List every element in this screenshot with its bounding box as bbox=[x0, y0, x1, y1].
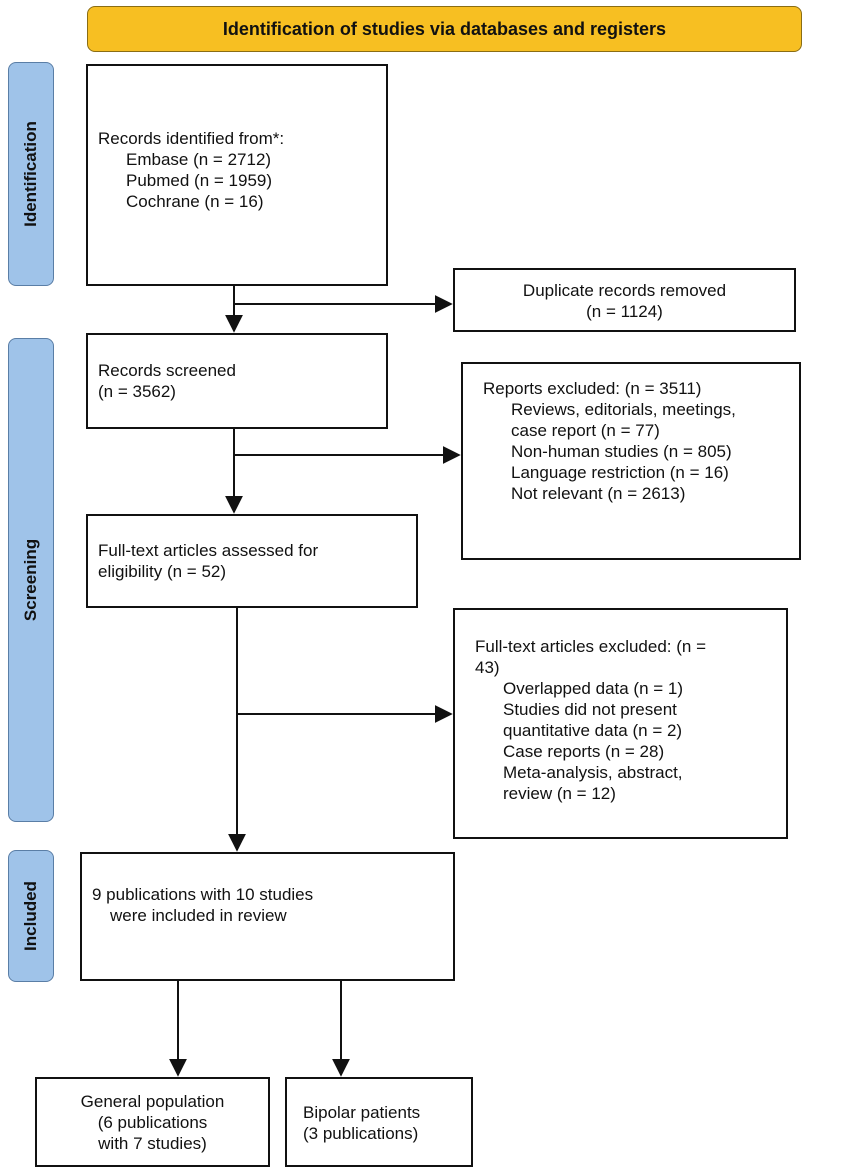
general-population-box: General population (6 publications with … bbox=[35, 1077, 270, 1167]
included-line1: 9 publications with 10 studies bbox=[92, 885, 314, 904]
reports-excluded-reviews: Reviews, editorials, meetings, bbox=[511, 400, 736, 419]
records-pubmed: Pubmed (n = 1959) bbox=[126, 171, 273, 190]
included-box: 9 publications with 10 studies were incl… bbox=[80, 852, 455, 981]
header-banner: Identification of studies via databases … bbox=[87, 6, 802, 52]
fulltext-excluded-overlapped: Overlapped data (n = 1) bbox=[503, 679, 684, 698]
fulltext-assessed-line1: Full-text articles assessed for bbox=[98, 541, 319, 560]
records-identified-heading: Records identified from*: bbox=[98, 129, 285, 148]
fulltext-excluded-not-present: Studies did not present bbox=[503, 700, 677, 719]
fulltext-assessed-box: Full-text articles assessed for eligibil… bbox=[86, 514, 418, 608]
general-population-line1: General population bbox=[80, 1092, 225, 1111]
header-text: Identification of studies via databases … bbox=[222, 18, 667, 39]
general-population-line3: with 7 studies) bbox=[98, 1134, 207, 1153]
fulltext-excluded-quantitative: quantitative data (n = 2) bbox=[503, 721, 683, 740]
bipolar-line1: Bipolar patients bbox=[303, 1103, 421, 1122]
fulltext-assessed-line2: eligibility (n = 52) bbox=[98, 562, 227, 581]
records-screened-box: Records screened (n = 3562) bbox=[86, 333, 388, 429]
reports-excluded-heading: Reports excluded: (n = 3511) bbox=[483, 379, 702, 398]
screened-line2: (n = 3562) bbox=[98, 382, 176, 401]
reports-excluded-non-human: Non-human studies (n = 805) bbox=[511, 442, 732, 461]
phase-identification: Identification bbox=[8, 62, 54, 286]
fulltext-excluded-box: Full-text articles excluded: (n = 43) Ov… bbox=[453, 608, 788, 839]
duplicates-line2: (n = 1124) bbox=[586, 302, 663, 321]
reports-excluded-language: Language restriction (n = 16) bbox=[511, 463, 729, 482]
reports-excluded-case-report: case report (n = 77) bbox=[511, 421, 660, 440]
reports-excluded-not-relevant: Not relevant (n = 2613) bbox=[511, 484, 686, 503]
fulltext-excluded-case-reports: Case reports (n = 28) bbox=[503, 742, 665, 761]
screened-line1: Records screened bbox=[98, 361, 236, 380]
bipolar-box: Bipolar patients (3 publications) bbox=[285, 1077, 473, 1167]
fulltext-excluded-heading-2: 43) bbox=[475, 658, 500, 677]
fulltext-excluded-meta-analysis: Meta-analysis, abstract, bbox=[503, 763, 683, 782]
duplicates-line1: Duplicate records removed bbox=[522, 281, 727, 300]
phase-screening: Screening bbox=[8, 338, 54, 822]
phase-included: Included bbox=[8, 850, 54, 982]
records-identified-box: Records identified from*: Embase (n = 27… bbox=[86, 64, 388, 286]
general-population-line2: (6 publications bbox=[97, 1113, 208, 1132]
duplicates-box: Duplicate records removed (n = 1124) bbox=[453, 268, 796, 332]
records-cochrane: Cochrane (n = 16) bbox=[126, 192, 264, 211]
included-line2: were included in review bbox=[110, 906, 287, 925]
fulltext-excluded-review: review (n = 12) bbox=[503, 784, 616, 803]
records-embase: Embase (n = 2712) bbox=[126, 150, 272, 169]
bipolar-line2: (3 publications) bbox=[303, 1124, 419, 1143]
fulltext-excluded-heading-1: Full-text articles excluded: (n = bbox=[475, 637, 707, 656]
reports-excluded-box: Reports excluded: (n = 3511) Reviews, ed… bbox=[461, 362, 801, 560]
